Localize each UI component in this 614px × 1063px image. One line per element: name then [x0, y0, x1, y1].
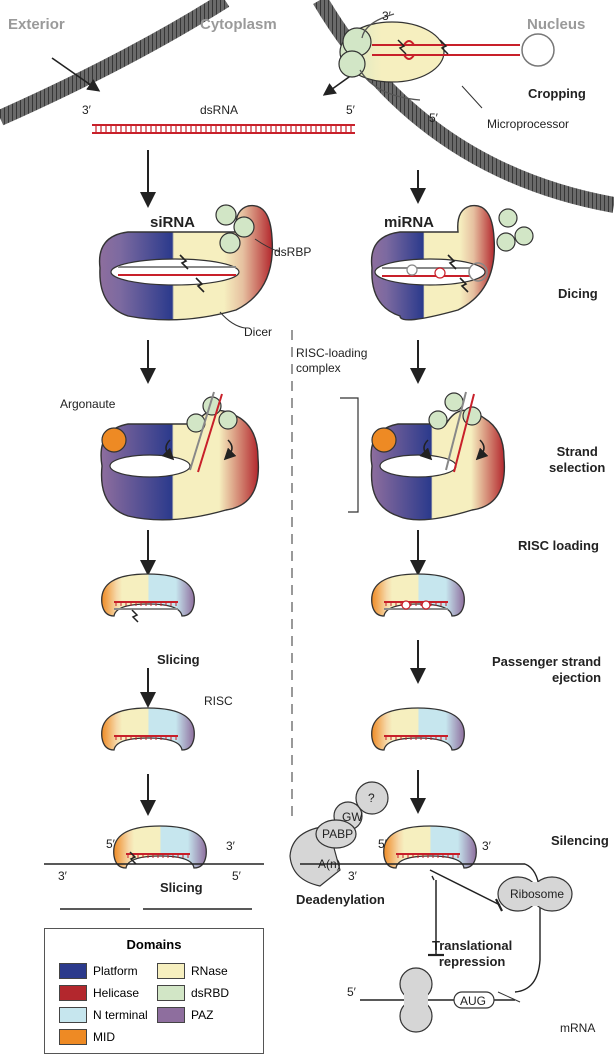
- translational-repression-label: Translational repression: [432, 938, 513, 969]
- legend-label-helicase: Helicase: [93, 986, 140, 1000]
- step-silencing: Silencing: [551, 833, 609, 848]
- legend-swatch-paz: [157, 1007, 185, 1023]
- rlc-right: [370, 391, 506, 521]
- silencing-complex: [289, 781, 573, 1033]
- microprocessor: [338, 13, 555, 109]
- sirna-label: siRNA: [150, 214, 196, 231]
- gw-protein: GW: [342, 810, 363, 824]
- legend-swatch-helicase: [59, 985, 87, 1001]
- dsrna-5prime: 5′: [346, 103, 355, 117]
- mrna-5prime: 5′: [347, 985, 356, 999]
- argonaute-complex: [371, 573, 465, 617]
- silencing-left-3prime: 3′: [58, 869, 67, 883]
- argonaute-complex: [101, 707, 195, 751]
- rlc-label: RISC-loading complex: [296, 346, 368, 375]
- microprocessor-3prime: 3′: [382, 9, 391, 23]
- dsrbp-label: dsRBP: [274, 245, 312, 259]
- legend-swatch-dsrbd: [157, 985, 185, 1001]
- step-passenger-ejection: Passenger strand ejection: [492, 654, 602, 685]
- legend-label-rnase: RNase: [191, 964, 228, 978]
- dsrna-label: dsRNA: [200, 103, 239, 117]
- header-cytoplasm: Cytoplasm: [200, 16, 277, 33]
- argonaute-complex: [383, 825, 477, 869]
- microprocessor-5prime: 5′: [429, 111, 438, 125]
- silencing-left-5prime-outer: 5′: [232, 869, 241, 883]
- dsrna-duplex: [92, 124, 355, 134]
- dicer-label: Dicer: [244, 325, 273, 339]
- dicer-sirna: [98, 204, 281, 329]
- rlc-left: [100, 391, 260, 521]
- legend-swatch-platform: [59, 963, 87, 979]
- dsrna-3prime: 3′: [82, 103, 91, 117]
- legend-swatch-rnase: [157, 963, 185, 979]
- polya-label: A(n): [318, 857, 341, 871]
- plasma-membrane: [0, 0, 230, 126]
- argonaute-complex: [371, 707, 465, 751]
- dicer-mirna: [370, 204, 534, 321]
- mirna-label: miRNA: [384, 214, 435, 231]
- step-slicing-2: Slicing: [160, 880, 203, 895]
- argonaute-complex: [101, 573, 195, 623]
- header-exterior: Exterior: [8, 16, 65, 33]
- step-cropping: Cropping: [528, 86, 586, 101]
- argonaute-complex: [113, 825, 207, 869]
- silencing-right-5prime: 5′: [378, 837, 387, 851]
- risc-label: RISC: [204, 694, 233, 708]
- legend-label-mid: MID: [93, 1030, 115, 1044]
- question-protein: ?: [368, 791, 375, 805]
- deadenylation-label: Deadenylation: [296, 892, 385, 907]
- step-strand-selection: Strand selection: [549, 444, 606, 475]
- legend-label-paz: PAZ: [191, 1008, 214, 1022]
- pabp-protein: PABP: [322, 827, 354, 841]
- silencing-right-3prime-inner: 3′: [482, 839, 491, 853]
- legend-label-dsrbd: dsRBD: [191, 986, 230, 1000]
- mrna-label: mRNA: [560, 1021, 596, 1035]
- step-slicing-1: Slicing: [157, 652, 200, 667]
- step-dicing: Dicing: [558, 286, 598, 301]
- legend-label-n-terminal: N terminal: [93, 1008, 148, 1022]
- ribosome-label: Ribosome: [510, 887, 565, 901]
- legend-swatch-mid: [59, 1029, 87, 1045]
- legend-title: Domains: [126, 937, 182, 952]
- aug-label: AUG: [460, 994, 487, 1008]
- microprocessor-label: Microprocessor: [487, 117, 570, 131]
- legend-label-platform: Platform: [93, 964, 138, 978]
- step-risc-loading: RISC loading: [518, 538, 599, 553]
- silencing-left-5prime: 5′: [106, 837, 115, 851]
- legend-swatch-n-terminal: [59, 1007, 87, 1023]
- silencing-right-3prime: 3′: [348, 869, 357, 883]
- argonaute-label: Argonaute: [60, 397, 116, 411]
- header-nucleus: Nucleus: [527, 16, 586, 33]
- silencing-left-3prime-inner: 3′: [226, 839, 235, 853]
